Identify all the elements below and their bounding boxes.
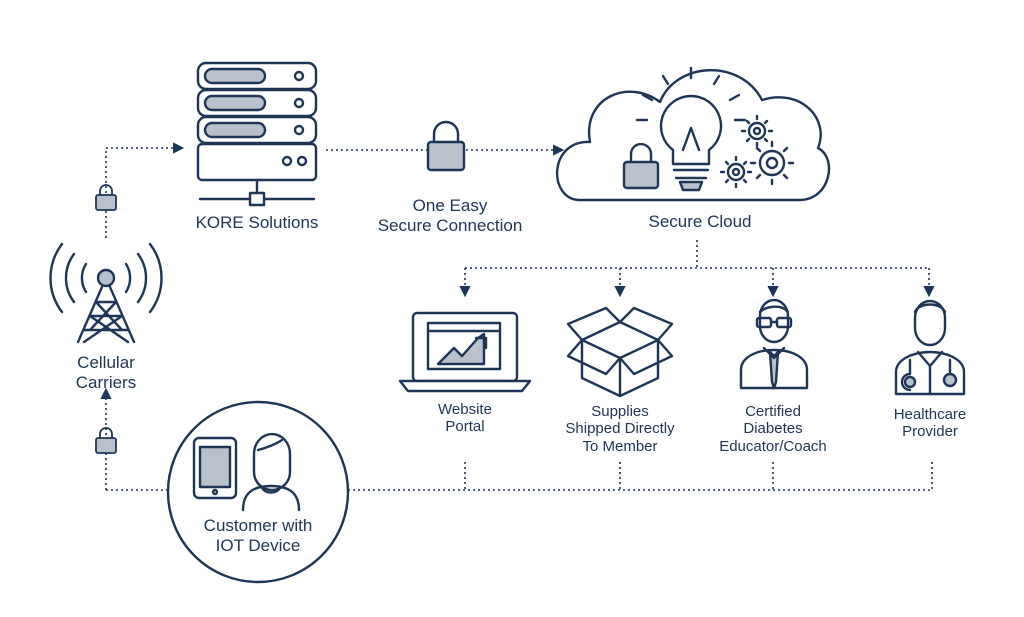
educator-label: Certified Diabetes Educator/Coach (703, 403, 843, 455)
kore-label: KORE Solutions (195, 213, 319, 232)
supplies-label: Supplies Shipped Directly To Member (545, 403, 695, 455)
secure-connection-label-line2: Secure Connection (377, 215, 523, 235)
website-label-line1: Website (438, 401, 492, 418)
lock-icon (95, 427, 117, 454)
cloud-icon (556, 66, 831, 202)
customer-label-line1: Customer with (203, 516, 313, 535)
laptop-icon (398, 311, 532, 393)
educator-label-line2: Diabetes (743, 420, 803, 438)
customer-label-line2: IOT Device (215, 535, 301, 555)
educator-label-line3: Educator/Coach (719, 437, 827, 455)
website-label-line2: Portal (445, 418, 485, 436)
secure-connection-lock-icon (426, 120, 466, 172)
carrier-to-kore-connector (105, 142, 185, 238)
cell-tower-icon (49, 242, 163, 344)
provider-label-line1: Healthcare (893, 406, 967, 423)
carriers-label-line1: Cellular (77, 353, 135, 372)
provider-label-line2: Provider (902, 423, 958, 441)
box-icon (566, 306, 674, 398)
educator-label-line1: Certified (745, 403, 801, 420)
gear-icon (749, 140, 795, 186)
gear-icon (719, 155, 753, 189)
supplies-label-line3: To Member (582, 437, 658, 455)
carriers-label: Cellular Carriers (56, 353, 156, 392)
secure-connection-label-line1: One Easy (412, 196, 488, 215)
lock-icon (95, 184, 117, 211)
customer-icon (166, 400, 350, 584)
supplies-label-line2: Shipped Directly (565, 420, 675, 438)
server-rack-icon (196, 61, 318, 207)
website-label: Website Portal (405, 401, 525, 436)
provider-label: Healthcare Provider (870, 406, 990, 441)
gear-icon (740, 114, 774, 148)
educator-icon (739, 298, 809, 390)
cloud-label: Secure Cloud (648, 212, 752, 231)
customer-label: Customer with IOT Device (178, 516, 338, 555)
secure-connection-label: One Easy Secure Connection (360, 196, 540, 235)
carriers-label-line2: Carriers (75, 372, 137, 392)
supplies-label-line1: Supplies (591, 403, 649, 420)
doctor-icon (894, 299, 966, 396)
